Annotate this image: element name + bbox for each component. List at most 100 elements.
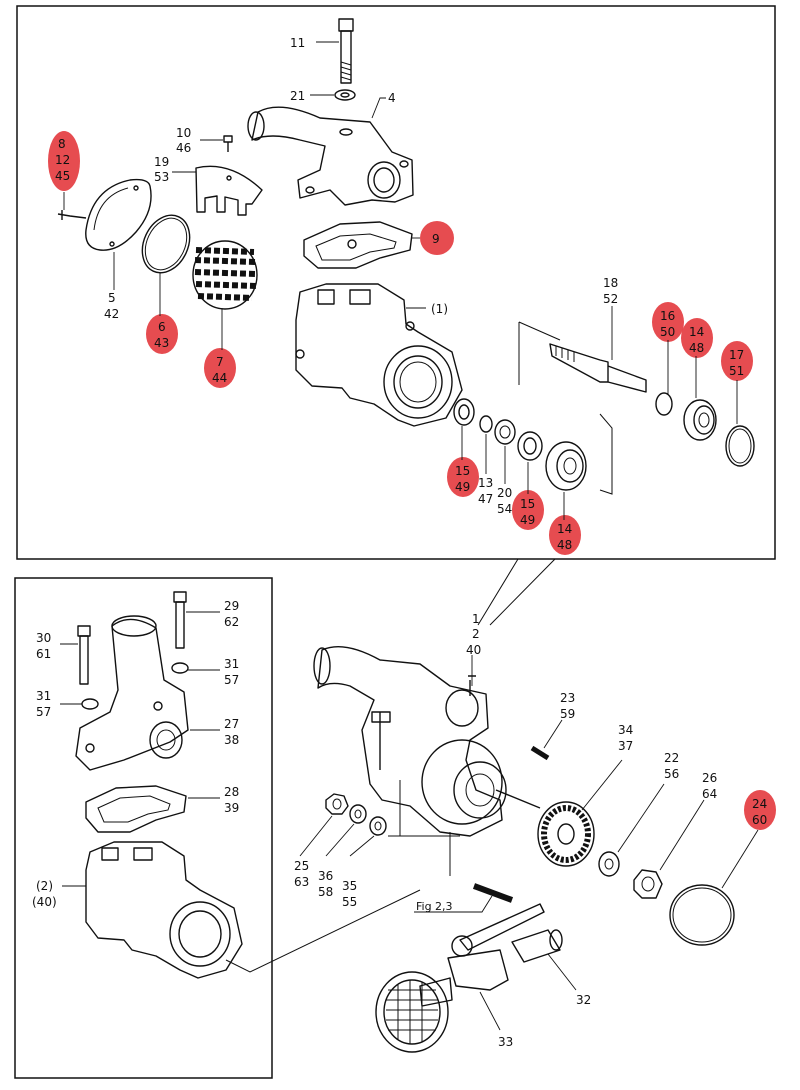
- label-55: 55: [342, 895, 357, 909]
- label-2: 2: [472, 627, 480, 641]
- label-62: 62: [224, 615, 239, 629]
- label-4: 4: [388, 91, 396, 105]
- washer-36: [325, 804, 367, 857]
- label-36: 36: [318, 869, 333, 883]
- label-31-b: 31: [36, 689, 51, 703]
- label-54: 54: [497, 502, 512, 516]
- label-19: 19: [154, 155, 169, 169]
- label-39: 39: [224, 801, 239, 815]
- label-59: 59: [560, 707, 575, 721]
- stud-bracket: [388, 780, 460, 837]
- label-12: 12: [55, 153, 70, 167]
- o-ring-24: [669, 829, 759, 946]
- marker-14-48-a: [681, 318, 713, 358]
- main-assembly: [313, 646, 541, 837]
- pin-23: [530, 719, 563, 761]
- nut-26: [633, 799, 705, 899]
- bolt-11: [316, 18, 354, 84]
- washer-22: [598, 783, 665, 877]
- marker-17-51: [721, 341, 753, 381]
- label-38: 38: [224, 733, 239, 747]
- shaft-bracket-lines: [518, 321, 613, 495]
- shaft-18: [549, 306, 647, 393]
- inset-washer-31b: [60, 698, 99, 710]
- upper-detail-frame: [16, 5, 776, 560]
- label-56: 56: [664, 767, 679, 781]
- inset-body-2: [62, 841, 243, 979]
- part-labels: 11 21 4 10 46 19 53 8 12 45 9 5 42 6 43 …: [32, 36, 767, 1049]
- label-14-a: 14: [689, 325, 704, 339]
- label-10: 10: [176, 126, 191, 140]
- plate-19: [172, 165, 263, 216]
- label-40-paren: (40): [32, 895, 57, 909]
- marker-16-50: [652, 302, 684, 342]
- marker-8-12-45: [48, 131, 80, 191]
- marker-6-43: [146, 314, 178, 354]
- label-11: 11: [290, 36, 305, 50]
- label-1-paren: (1): [431, 302, 448, 316]
- inset-elbow-27: [75, 615, 220, 771]
- cover-5: [57, 178, 152, 290]
- label-52: 52: [603, 292, 618, 306]
- washer-35: [349, 816, 387, 857]
- marker-24-60: [744, 790, 776, 830]
- o-ring-13: [479, 415, 493, 474]
- label-6: 6: [158, 320, 166, 334]
- label-16: 16: [660, 309, 675, 323]
- label-49-b: 49: [520, 513, 535, 527]
- label-2-paren: (2): [36, 879, 53, 893]
- label-7: 7: [216, 355, 224, 369]
- label-29: 29: [224, 599, 239, 613]
- label-46: 46: [176, 141, 191, 155]
- label-25: 25: [294, 859, 309, 873]
- label-50: 50: [660, 325, 675, 339]
- bearing-14b: [545, 441, 587, 520]
- label-48-a: 48: [689, 341, 704, 355]
- label-57-a: 57: [224, 673, 239, 687]
- label-42: 42: [104, 307, 119, 321]
- drain-cock: [375, 903, 577, 1053]
- label-63: 63: [294, 875, 309, 889]
- label-26: 26: [702, 771, 717, 785]
- label-30: 30: [36, 631, 51, 645]
- impeller-7: [192, 240, 258, 350]
- seal-15b: [517, 431, 543, 494]
- label-5: 5: [108, 291, 116, 305]
- label-27: 27: [224, 717, 239, 731]
- stud-fig: [414, 832, 514, 913]
- gasket-9: [303, 221, 420, 269]
- label-15-b: 15: [520, 497, 535, 511]
- inset-connector: [225, 889, 421, 973]
- label-8: 8: [58, 137, 66, 151]
- gear-34: [537, 759, 623, 867]
- seal-15a: [453, 398, 475, 460]
- label-49-a: 49: [455, 480, 470, 494]
- label-47: 47: [478, 492, 493, 506]
- label-18: 18: [603, 276, 618, 290]
- label-32: 32: [576, 993, 591, 1007]
- label-37: 37: [618, 739, 633, 753]
- label-28: 28: [224, 785, 239, 799]
- marker-15-49-a: [447, 457, 479, 497]
- label-9: 9: [432, 232, 440, 246]
- label-64: 64: [702, 787, 717, 801]
- inset-bolt-30: [60, 625, 91, 685]
- label-44: 44: [212, 371, 227, 385]
- inset-gasket-28: [85, 785, 220, 833]
- label-23: 23: [560, 691, 575, 705]
- snap-ring-16: [655, 340, 673, 416]
- highlight-markers: [48, 131, 776, 830]
- label-31-a: 31: [224, 657, 239, 671]
- label-1: 1: [472, 612, 480, 626]
- marker-9: [420, 221, 454, 255]
- label-60: 60: [752, 813, 767, 827]
- label-34: 34: [618, 723, 633, 737]
- pump-body-1: [295, 283, 463, 427]
- label-61: 61: [36, 647, 51, 661]
- o-ring-6: [141, 214, 191, 316]
- snap-ring-17: [725, 380, 755, 467]
- label-51: 51: [729, 364, 744, 378]
- inset-washer-31a: [171, 662, 220, 674]
